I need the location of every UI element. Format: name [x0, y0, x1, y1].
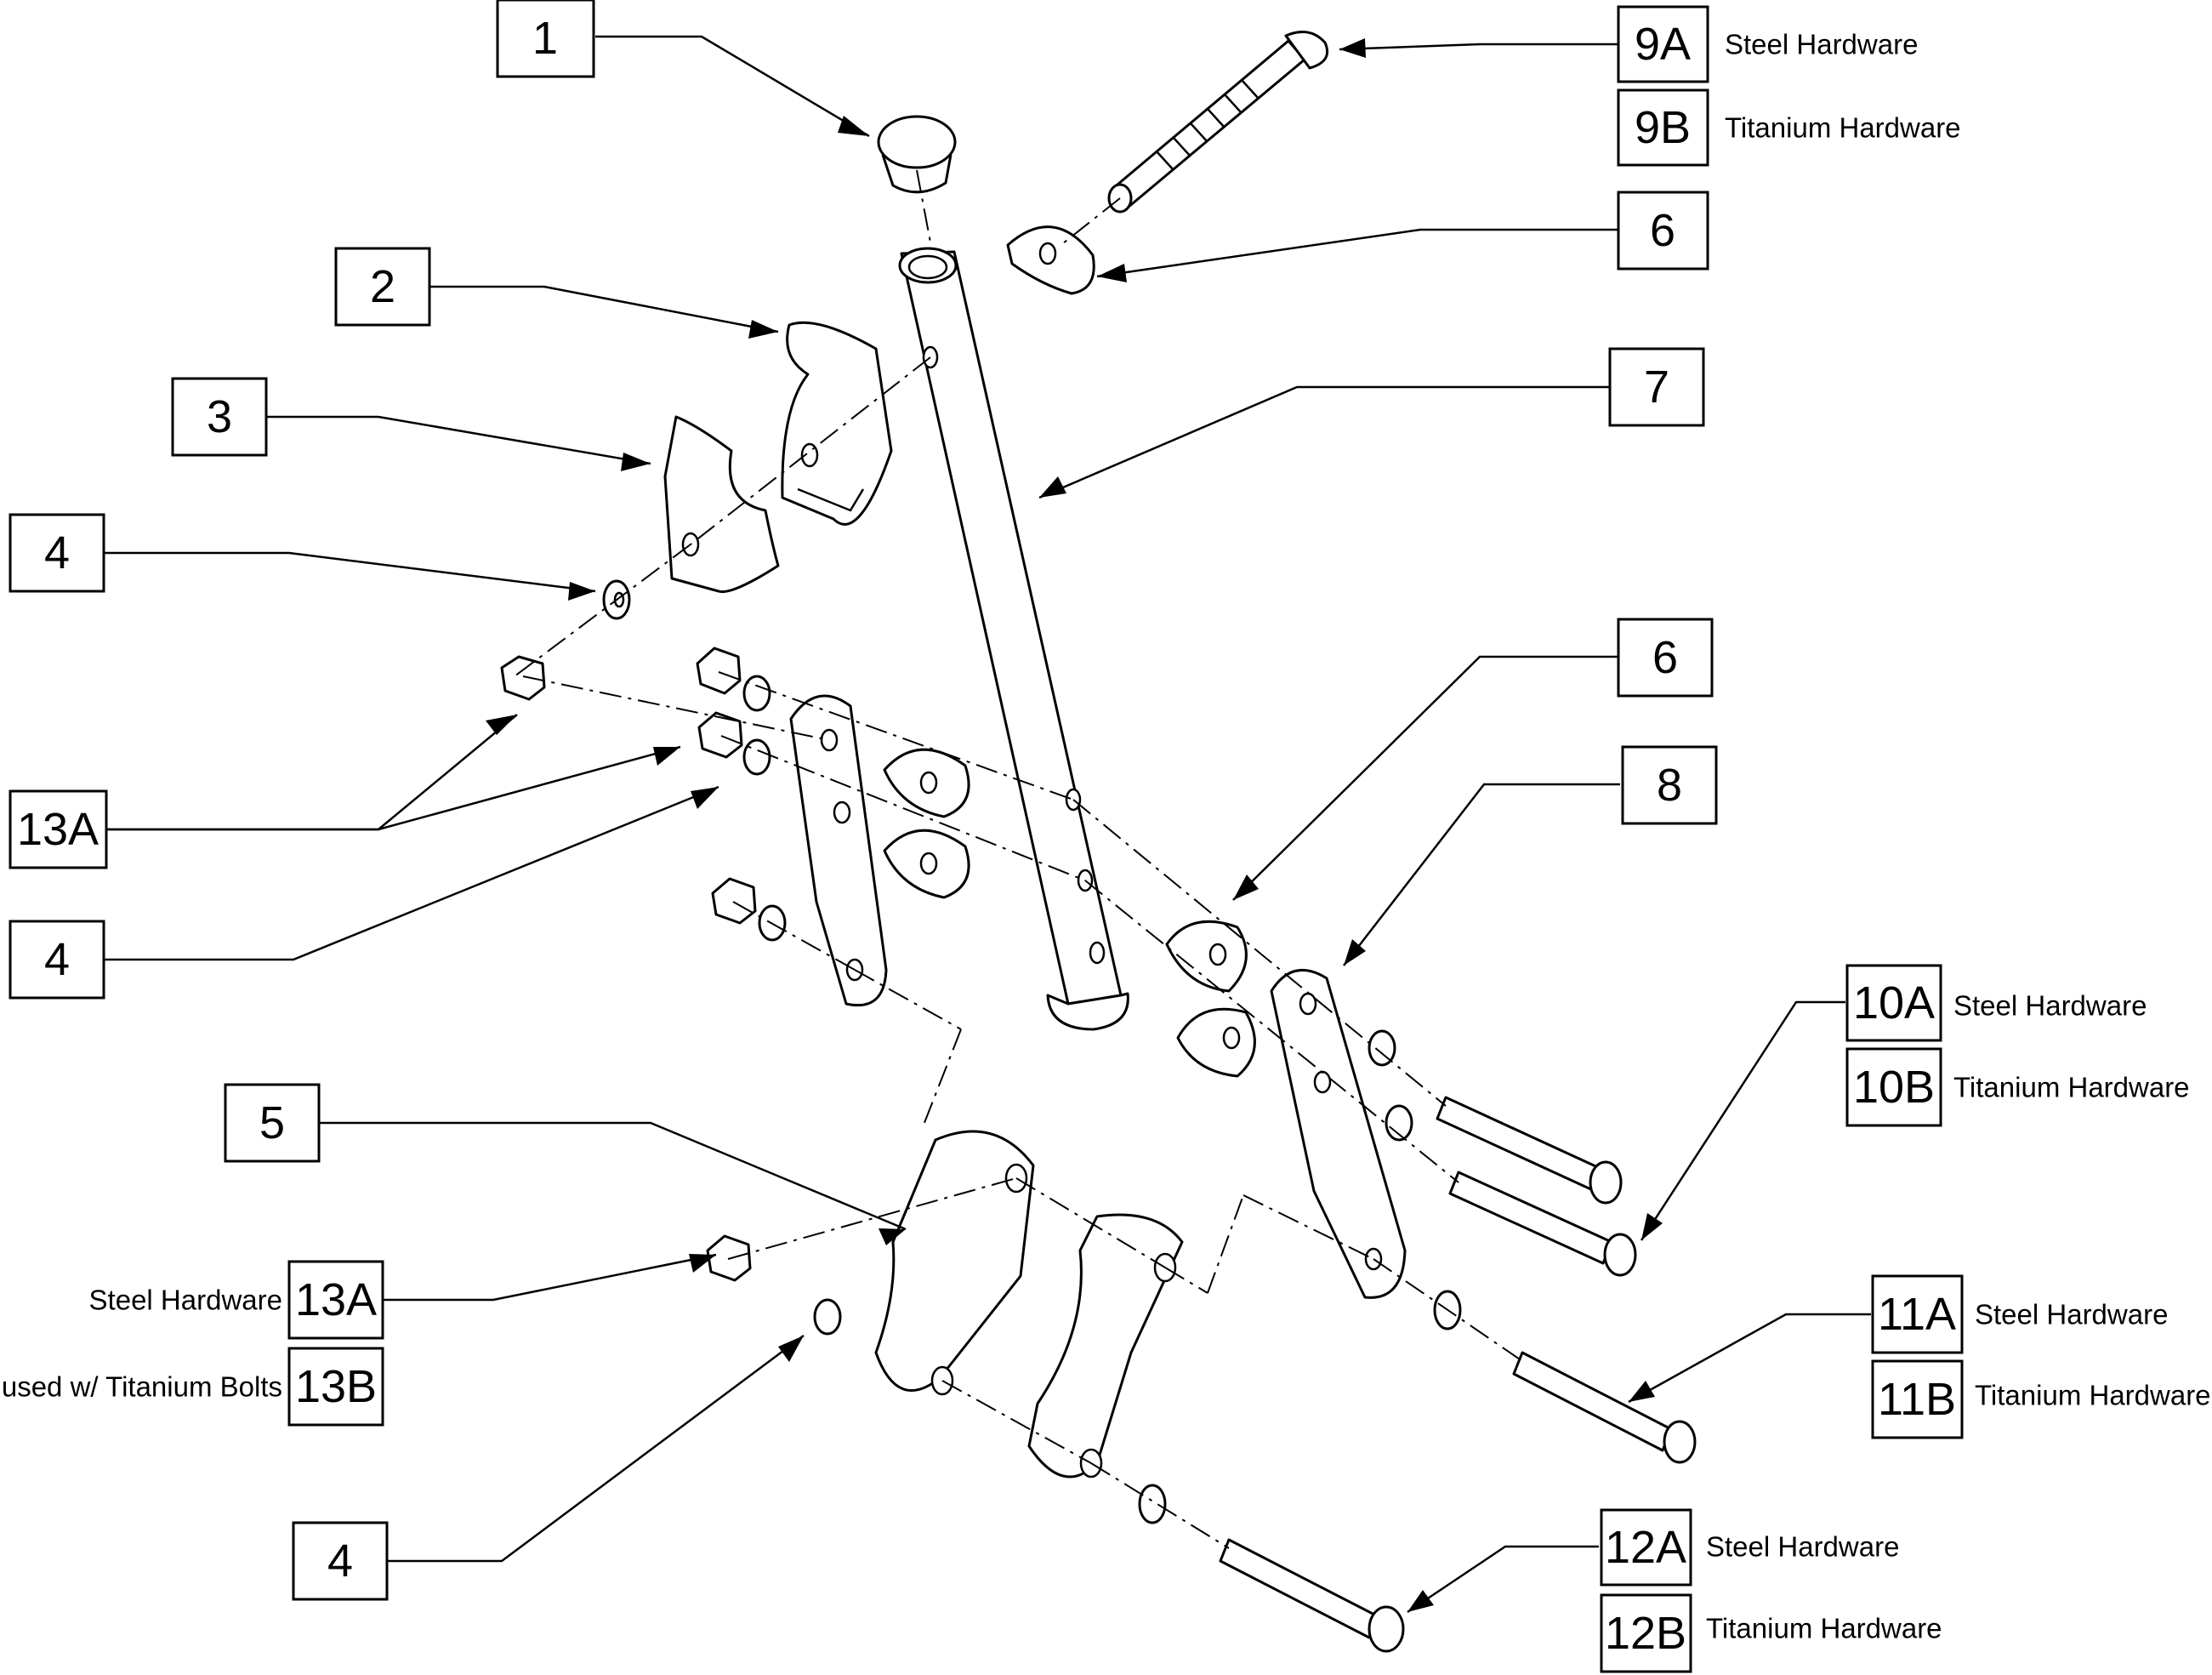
part-7-tube	[898, 247, 1129, 1031]
callout-11a: 11A Steel Hardware	[1871, 1274, 2168, 1354]
svg-text:Titanium Hardware: Titanium Hardware	[1706, 1613, 1942, 1644]
callout-4-bottom: 4	[292, 1521, 389, 1601]
svg-text:11A: 11A	[1878, 1289, 1956, 1340]
part-11-bolt	[1512, 1351, 1697, 1464]
callout-12a: 12A Steel Hardware	[1600, 1508, 1899, 1587]
callout-5: 5	[224, 1083, 321, 1163]
svg-text:3: 3	[207, 391, 232, 442]
part-6-spacers-right	[1165, 920, 1256, 1078]
svg-text:5: 5	[259, 1097, 285, 1148]
callout-9a: 9A Steel Hardware	[1617, 5, 1918, 83]
callout-13a-top: 13A	[9, 789, 108, 869]
svg-text:Titanium Hardware: Titanium Hardware	[1975, 1380, 2211, 1411]
svg-text:6: 6	[1652, 632, 1678, 683]
callout-13b: used w/ Titanium Bolts 13B	[2, 1347, 384, 1427]
svg-text:9A: 9A	[1635, 19, 1691, 70]
svg-text:Steel Hardware: Steel Hardware	[1975, 1299, 2168, 1330]
callout-6-mid: 6	[1617, 618, 1714, 698]
svg-text:10B: 10B	[1853, 1062, 1935, 1113]
part-1-cap	[877, 115, 957, 194]
assembly-centerlines	[514, 169, 1523, 1549]
callout-8: 8	[1621, 745, 1718, 825]
part-10-bolts	[1436, 1096, 1637, 1277]
part-6-spacer-top	[1006, 225, 1095, 295]
svg-text:11B: 11B	[1878, 1374, 1956, 1425]
part-6-spacers-left	[883, 748, 970, 899]
callout-7: 7	[1608, 347, 1705, 427]
svg-text:8: 8	[1657, 760, 1682, 811]
svg-text:Steel Hardware: Steel Hardware	[89, 1285, 282, 1316]
callout-11b: 11B Titanium Hardware	[1871, 1359, 2211, 1439]
callout-3: 3	[171, 377, 268, 457]
svg-text:Steel Hardware: Steel Hardware	[1953, 990, 2147, 1022]
svg-text:10A: 10A	[1853, 977, 1935, 1028]
svg-text:Titanium Hardware: Titanium Hardware	[1953, 1072, 2190, 1103]
svg-text:13A: 13A	[17, 804, 99, 855]
callout-1: 1	[496, 0, 595, 78]
part-12-bolt	[1219, 1538, 1405, 1653]
svg-text:Steel Hardware: Steel Hardware	[1706, 1531, 1899, 1563]
part-13-nuts	[500, 647, 757, 1282]
svg-text:12A: 12A	[1605, 1522, 1686, 1573]
svg-text:2: 2	[370, 261, 395, 312]
svg-text:12B: 12B	[1605, 1608, 1686, 1659]
callout-2: 2	[334, 247, 431, 327]
part-4-washer-row	[742, 675, 1462, 1524]
part-2-clamp	[781, 321, 893, 526]
svg-text:Titanium Hardware: Titanium Hardware	[1725, 112, 1961, 144]
callout-6-top: 6	[1617, 191, 1709, 271]
callout-4-top: 4	[9, 513, 105, 593]
callout-4-mid: 4	[9, 920, 105, 1000]
svg-text:13A: 13A	[295, 1274, 377, 1325]
callout-10b: 10B Titanium Hardware	[1845, 1047, 2190, 1127]
svg-text:4: 4	[327, 1535, 353, 1587]
link-plate-left	[789, 694, 888, 1007]
part-8-link-plate	[1270, 968, 1407, 1299]
svg-text:9B: 9B	[1635, 102, 1691, 153]
svg-text:1: 1	[532, 13, 558, 64]
part-5-clamp	[874, 1130, 1184, 1478]
svg-text:13B: 13B	[295, 1361, 377, 1412]
svg-text:Steel Hardware: Steel Hardware	[1725, 29, 1918, 60]
callout-12b: 12B Titanium Hardware	[1600, 1593, 1942, 1673]
leader-lines	[102, 35, 1871, 1614]
svg-text:4: 4	[44, 527, 70, 578]
part-3-clamp	[663, 415, 780, 594]
svg-text:6: 6	[1650, 205, 1675, 256]
callout-13a-bottom: Steel Hardware 13A	[89, 1260, 384, 1340]
svg-text:7: 7	[1644, 362, 1669, 413]
leader-arrowheads	[486, 38, 1663, 1612]
callout-9b: 9B Titanium Hardware	[1617, 88, 1961, 167]
part-9-bolt	[1107, 31, 1329, 214]
callout-10a: 10A Steel Hardware	[1845, 964, 2147, 1042]
svg-text:used w/ Titanium Bolts: used w/ Titanium Bolts	[2, 1371, 282, 1403]
svg-text:4: 4	[44, 934, 70, 985]
